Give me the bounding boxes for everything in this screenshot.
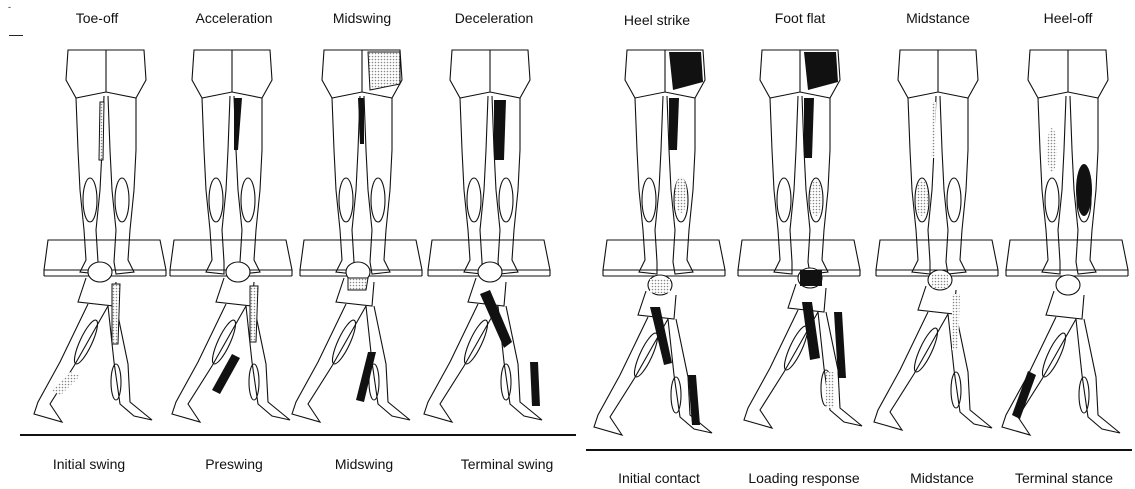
label-initial-swing: Initial swing	[53, 456, 125, 472]
figure-loading-response-side	[744, 268, 862, 428]
figure-acceleration-back	[170, 50, 292, 276]
figure-midswing-back	[300, 50, 422, 276]
label-initial-contact: Initial contact	[618, 470, 700, 486]
label-terminal-stance: Terminal stance	[1015, 470, 1113, 486]
label-terminal-swing: Terminal swing	[461, 456, 554, 472]
label-loading-response: Loading response	[748, 470, 859, 486]
figure-heel-off-back	[1006, 50, 1128, 276]
figure-foot-flat-back	[738, 50, 860, 276]
label-midswing-bottom: Midswing	[335, 456, 393, 472]
figure-midswing-side	[292, 262, 410, 422]
divider-right	[586, 449, 1132, 451]
figure-midstance-side	[874, 270, 992, 430]
divider-left	[20, 434, 576, 436]
figure-initial-contact-side	[594, 275, 712, 435]
figure-deceleration-back	[428, 50, 550, 276]
figure-heel-strike-back	[603, 50, 725, 276]
figure-midstance-back	[876, 50, 998, 276]
figure-initial-swing-side	[34, 262, 152, 422]
label-midstance-bottom: Midstance	[910, 470, 974, 486]
figure-preswing-side	[172, 262, 290, 422]
label-preswing: Preswing	[205, 456, 263, 472]
figure-terminal-swing-side	[424, 262, 542, 422]
figure-toe-off-back	[44, 50, 166, 276]
figure-terminal-stance-side	[1002, 275, 1120, 435]
